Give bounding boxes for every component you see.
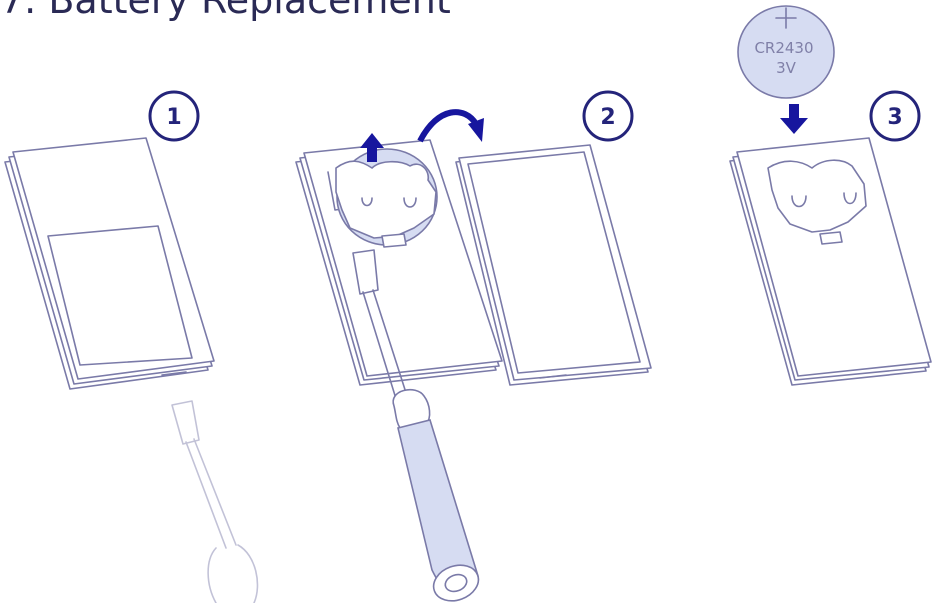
flip-arrow [417,109,484,143]
step-1-badge: 1 [148,90,200,142]
step-3-badge: 3 [869,90,921,142]
step-2-number: 2 [600,105,615,130]
battery-compartment-cover [47,225,193,366]
battery-model-label: CR2430 [754,39,813,57]
battery-voltage-label: 3V [776,59,797,77]
cr2430-battery: CR2430 3V [737,5,835,99]
page-title: 7. Battery Replacement [0,0,451,22]
step-2-badge: 2 [582,90,634,142]
step-3-remote [729,137,932,386]
step-1-remote [4,137,215,390]
step-2-screwdriver [352,249,480,602]
step-2-remote-cover [455,144,652,386]
step-2-battery-holder [335,148,438,248]
insert-down-arrow [780,104,808,134]
step-1-number: 1 [166,105,181,130]
step-3-number: 3 [887,105,902,130]
lift-up-arrow [360,133,384,162]
step-1-screwdriver [171,400,259,603]
